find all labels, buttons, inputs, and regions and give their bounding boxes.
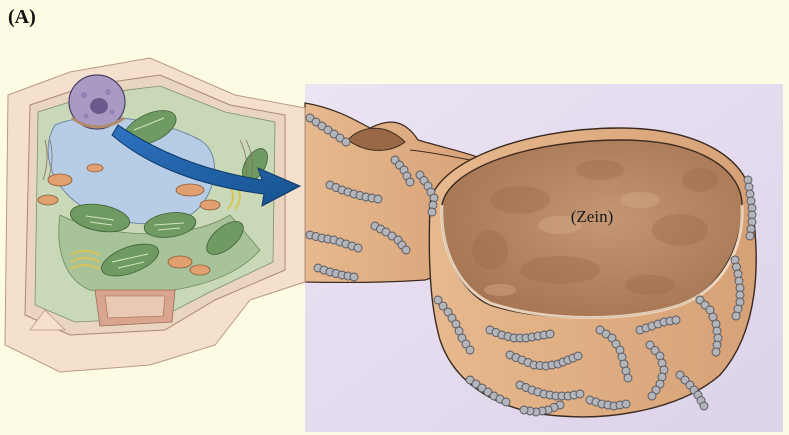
- ribosome: [672, 316, 680, 324]
- ribosome: [374, 195, 382, 203]
- ribosome: [520, 406, 528, 414]
- ribosome: [354, 244, 362, 252]
- ribosome: [622, 400, 630, 408]
- ribosome: [746, 232, 754, 240]
- ribosome: [350, 273, 358, 281]
- ribosome: [502, 398, 510, 406]
- ribosome: [428, 208, 436, 216]
- zein-label: (Zein): [571, 207, 613, 226]
- ribosome: [406, 178, 414, 186]
- ribosome: [466, 346, 474, 354]
- ribosome: [402, 246, 410, 254]
- ribosome: [546, 330, 554, 338]
- ribosome: [648, 392, 656, 400]
- ribosome: [342, 138, 350, 146]
- ribosome: [624, 374, 632, 382]
- protein-body-inset: (Zein): [305, 84, 783, 432]
- ribosome: [576, 390, 584, 398]
- plant-cell: [5, 58, 305, 372]
- ribosome: [574, 352, 582, 360]
- ribosome: [712, 348, 720, 356]
- nucleus: [69, 75, 125, 129]
- ribosome: [700, 402, 708, 410]
- ribosome: [732, 312, 740, 320]
